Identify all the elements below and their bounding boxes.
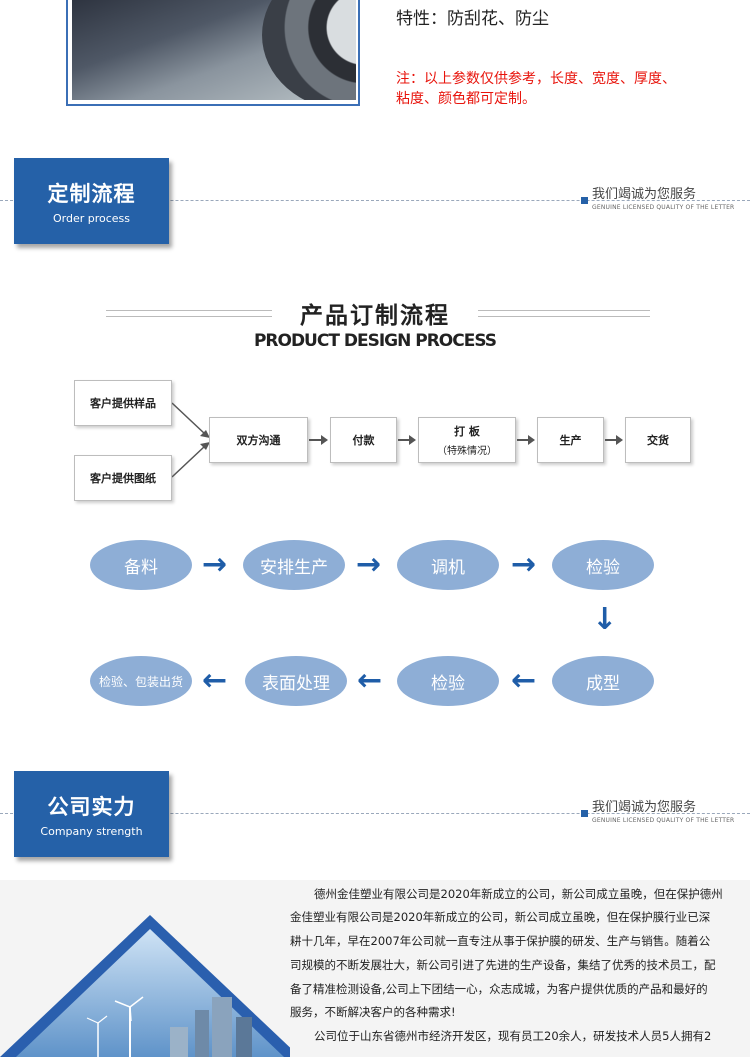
input-drawing-label: 客户提供图纸 <box>90 472 156 485</box>
process-subtitle: PRODUCT DESIGN PROCESS <box>253 331 497 351</box>
step-sublabel: （特殊情况） <box>437 446 497 457</box>
company-line: 金佳塑业有限公司是2020年新成立的公司，新公司成立虽晚，但在保护膜行业已深 <box>290 910 711 924</box>
arrow-left-icon: ← <box>511 663 537 698</box>
bullet-square-icon <box>581 197 588 204</box>
section-header-strength: 公司实力 Company strength <box>14 771 169 857</box>
section-divider <box>0 813 750 814</box>
arrow-right-icon: → <box>202 547 228 582</box>
bullet-square-icon <box>581 810 588 817</box>
section-subtitle: Company strength <box>40 825 143 838</box>
section-title: 定制流程 <box>47 182 136 206</box>
arrow-down-icon: ↓ <box>592 602 618 637</box>
genuine-tagline: GENUINE LICENSED QUALITY OF THE LETTER <box>592 817 735 824</box>
company-image <box>0 915 290 1057</box>
input-drawing-box: 客户提供图纸 <box>74 455 172 501</box>
merge-arrows-icon <box>172 402 210 478</box>
section-header-order: 定制流程 Order process <box>14 158 169 244</box>
arrow-right-icon <box>517 435 535 445</box>
step-payment: 付款 <box>330 417 397 463</box>
arrow-right-icon: → <box>511 547 537 582</box>
step-label: 交货 <box>647 434 669 447</box>
input-sample-box: 客户提供样品 <box>74 380 172 426</box>
arrow-left-icon: ← <box>357 663 383 698</box>
arrow-right-icon: → <box>356 547 382 582</box>
section-title: 公司实力 <box>47 795 136 819</box>
flow-inspect-2: 检验 <box>397 656 499 706</box>
company-line: 备了精准检测设备,公司上下团结一心，众志成城，为客户提供优质的产品和最好的 <box>290 982 708 996</box>
company-line: 公司位于山东省德州市经济开发区，现有员工20余人，研发技术人员5人拥有2 <box>314 1029 712 1043</box>
title-rule-right <box>478 310 650 317</box>
genuine-tagline: GENUINE LICENSED QUALITY OF THE LETTER <box>592 204 735 211</box>
step-delivery: 交货 <box>625 417 691 463</box>
step-communicate: 双方沟通 <box>209 417 308 463</box>
product-property: 特性：防刮花、防尘 <box>396 9 549 29</box>
section-subtitle: Order process <box>52 212 131 225</box>
step-label: 付款 <box>352 434 375 447</box>
product-image <box>72 0 356 100</box>
arrow-right-icon <box>605 435 623 445</box>
flow-schedule: 安排生产 <box>243 540 345 590</box>
arrow-right-icon <box>309 435 328 445</box>
company-line: 德州金佳塑业有限公司是2020年新成立的公司，新公司成立虽晚，但在保护德州 <box>314 887 723 901</box>
flow-pack-ship: 检验、包装出货 <box>90 656 192 706</box>
step-production: 生产 <box>537 417 604 463</box>
input-sample-label: 客户提供样品 <box>90 397 156 410</box>
section-divider <box>0 200 750 201</box>
note-line-2: 粘度、颜色都可定制。 <box>396 91 536 107</box>
process-title: 产品订制流程 <box>300 303 450 329</box>
arrow-right-icon <box>398 435 416 445</box>
step-label: 打 板 <box>454 425 480 438</box>
flow-setup: 调机 <box>397 540 499 590</box>
service-slogan: 我们竭诚为您服务 <box>592 800 697 815</box>
step-prototype: 打 板 （特殊情况） <box>418 417 516 463</box>
flow-materials: 备料 <box>90 540 192 590</box>
film-roll-graphic <box>262 0 356 100</box>
company-line: 司规模的不断发展壮大，新公司引进了先进的生产设备，集结了优秀的技术员工，配 <box>290 958 716 972</box>
company-line: 服务，不断解决客户的各种需求! <box>290 1005 456 1019</box>
flow-forming: 成型 <box>552 656 654 706</box>
city-diamond-graphic <box>0 915 290 1057</box>
step-label: 生产 <box>559 434 582 447</box>
service-slogan: 我们竭诚为您服务 <box>592 187 697 202</box>
title-rule-left <box>106 310 272 317</box>
step-label: 双方沟通 <box>236 434 281 447</box>
company-line: 耕十几年，早在2007年公司就一直专注从事于保护膜的研发、生产与销售。随着公 <box>290 934 711 948</box>
flow-surface: 表面处理 <box>245 656 347 706</box>
flow-inspect-1: 检验 <box>552 540 654 590</box>
note-line-1: 注：以上参数仅供参考，长度、宽度、厚度、 <box>396 71 676 87</box>
arrow-left-icon: ← <box>202 663 228 698</box>
